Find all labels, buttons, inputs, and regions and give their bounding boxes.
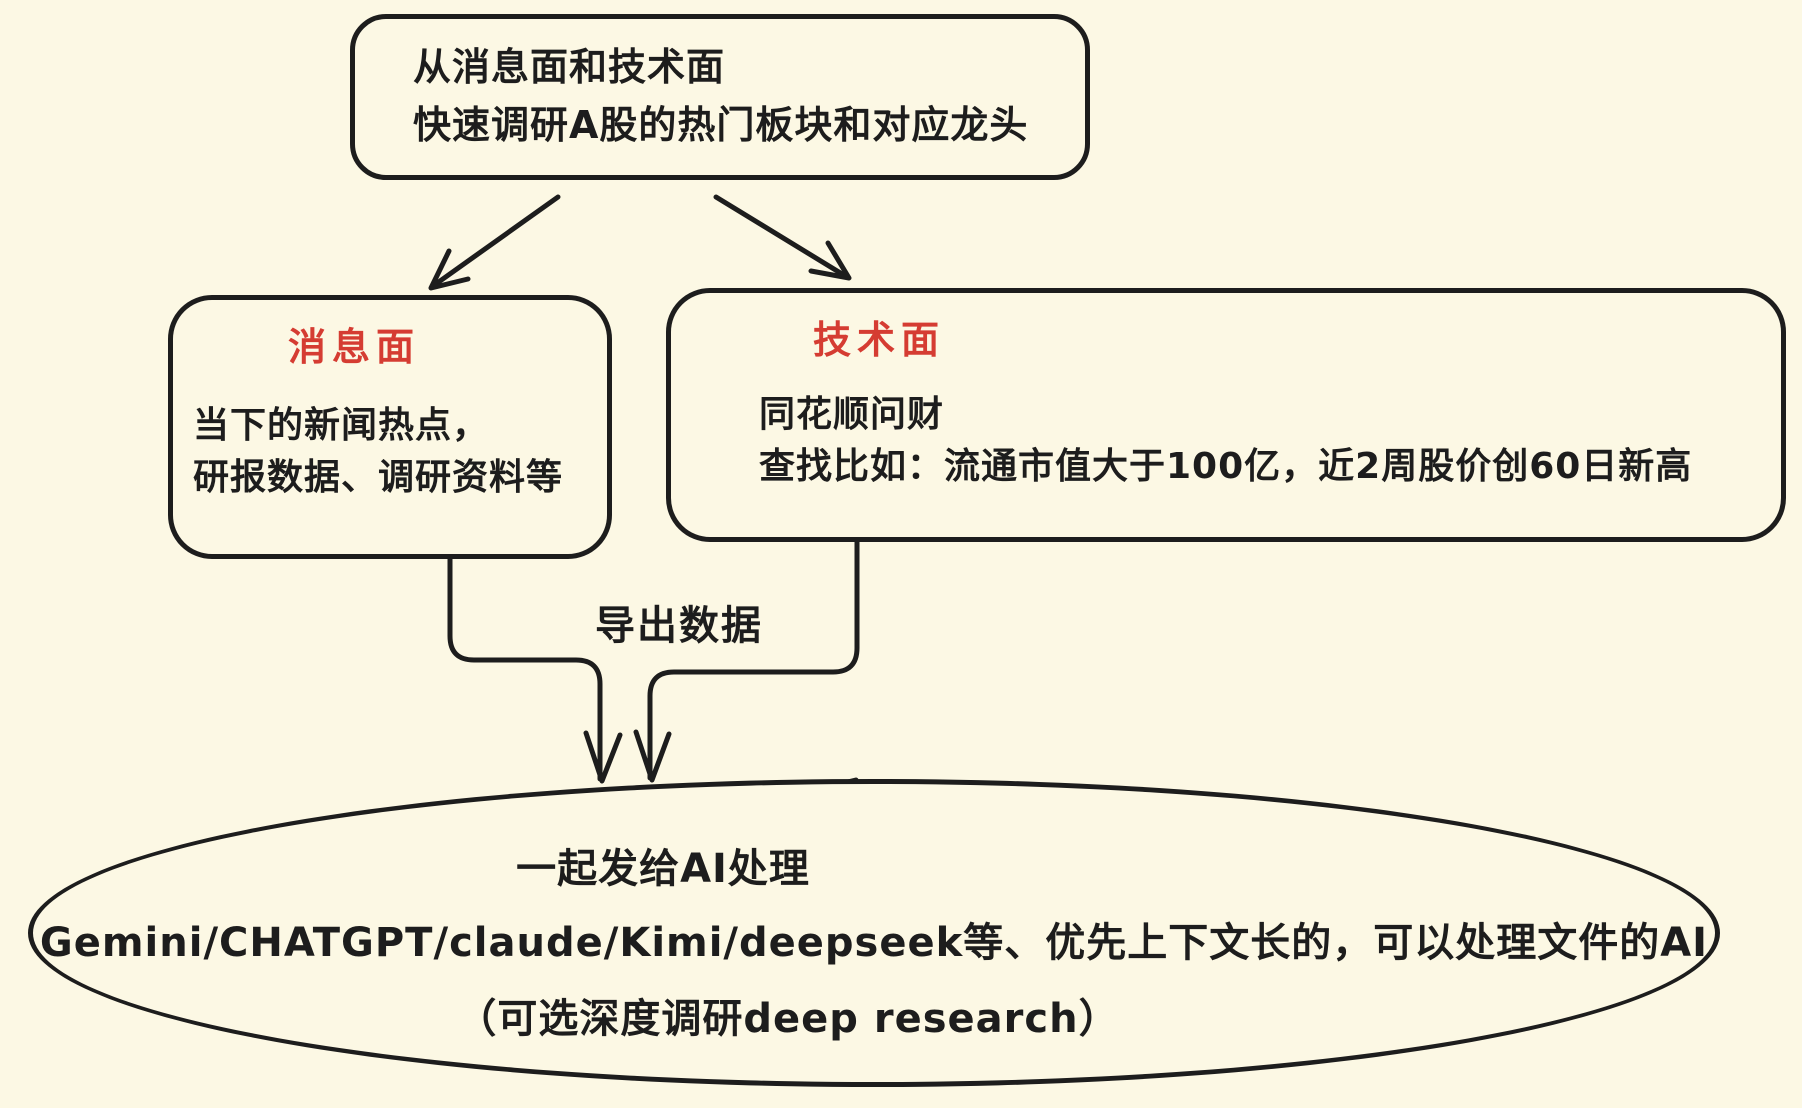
node-news-line1: 当下的新闻热点， — [193, 405, 490, 446]
node-tech: 技术面 同花顺问财 查找比如：流通市值大于100亿，近2周股价创60日新高 — [666, 288, 1786, 542]
node-tech-body: 同花顺问财 查找比如：流通市值大于100亿，近2周股价创60日新高 — [759, 389, 1692, 493]
node-root-line2: 快速调研A股的热门板块和对应龙头 — [413, 103, 1029, 147]
arrow-root-to-tech-head — [808, 240, 852, 281]
node-ai-line3: （可选深度调研deep research） — [456, 996, 1120, 1042]
edge-label-export-data: 导出数据 — [595, 603, 763, 649]
node-tech-title: 技术面 — [813, 318, 946, 362]
node-ai-line2: Gemini/CHATGPT/claude/Kimi/deepseek等、优先上… — [39, 920, 1709, 966]
node-root: 从消息面和技术面 快速调研A股的热门板块和对应龙头 — [350, 14, 1090, 180]
node-tech-line1: 同花顺问财 — [759, 394, 945, 435]
arrowhead-tech-to-ai — [633, 729, 672, 783]
arrow-root-to-news-shaft — [430, 194, 561, 289]
node-news-line2: 研报数据、调研资料等 — [193, 457, 564, 499]
arrow-root-to-news-head — [428, 248, 471, 291]
node-ai-line1: 一起发给AI处理 — [516, 846, 810, 892]
connector-tech-to-ai — [647, 537, 860, 781]
arrow-root-to-tech-shaft — [713, 194, 850, 280]
connector-news-to-ai — [447, 555, 603, 782]
node-news-title: 消息面 — [287, 325, 420, 369]
node-tech-line2: 查找比如：流通市值大于100亿，近2周股价创60日新高 — [759, 446, 1693, 488]
node-news: 消息面 当下的新闻热点， 研报数据、调研资料等 — [168, 295, 612, 559]
arrowhead-news-to-ai — [583, 730, 623, 784]
node-root-line1: 从消息面和技术面 — [413, 45, 726, 90]
node-news-body: 当下的新闻热点， 研报数据、调研资料等 — [193, 400, 563, 504]
node-ai: 一起发给AI处理 Gemini/CHATGPT/claude/Kimi/deep… — [28, 779, 1720, 1087]
